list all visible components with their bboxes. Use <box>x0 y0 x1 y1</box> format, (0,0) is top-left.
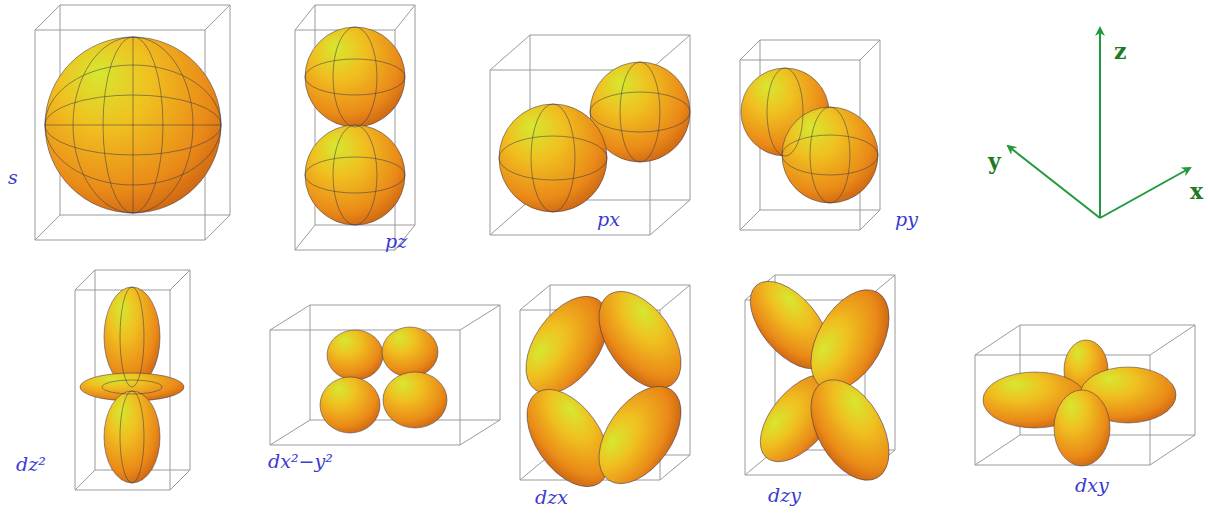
orbital-label: s <box>8 168 18 187</box>
orbital-label: dzx <box>535 488 568 507</box>
axis-label: x <box>1190 180 1203 202</box>
orbital-label: pz <box>385 232 407 251</box>
orbital-label: px <box>597 210 620 229</box>
orbital-label: dxy <box>1075 476 1109 495</box>
axis-label: z <box>1114 40 1127 62</box>
orbital-lobes <box>45 27 1176 501</box>
orbital-label: dzy <box>768 486 801 505</box>
orbital-label: dz² <box>16 455 46 474</box>
orbital-label: py <box>895 210 918 229</box>
coordinate-axes <box>1008 28 1190 218</box>
orbital-label: dx²−y² <box>268 452 333 471</box>
axis-label: y <box>988 150 1001 172</box>
